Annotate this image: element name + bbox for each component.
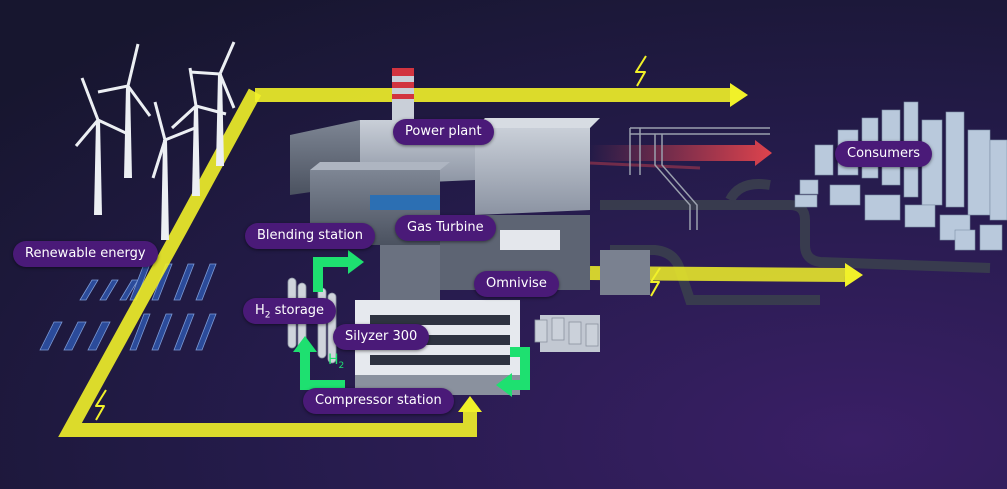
label-consumers: Consumers bbox=[835, 141, 933, 167]
power-arrow-head-top bbox=[730, 83, 748, 107]
heat-flow bbox=[589, 140, 772, 170]
lightning-icon bbox=[95, 389, 107, 421]
label-power-plant: Power plant bbox=[393, 119, 494, 145]
label-h2-storage-suffix: storage bbox=[270, 303, 325, 318]
label-omnivise: Omnivise bbox=[474, 271, 559, 297]
lightning-icon bbox=[95, 55, 661, 421]
label-renewable-energy: Renewable energy bbox=[13, 241, 158, 267]
hydrogen-flow-lines bbox=[300, 257, 530, 390]
power-arrow-head-consumers bbox=[845, 263, 863, 287]
label-h2-storage: H2 storage bbox=[243, 298, 337, 324]
label-silyzer: Silyzer 300 bbox=[333, 324, 430, 350]
label-h2-prefix: H bbox=[255, 303, 265, 318]
silyzer-building bbox=[355, 300, 520, 395]
label-h2-subscript: 2 bbox=[264, 310, 271, 321]
power-flow-renewable-loop bbox=[58, 88, 477, 437]
label-gas-turbine: Gas Turbine bbox=[395, 215, 496, 241]
chimney-icon bbox=[392, 68, 414, 123]
lightning-icon bbox=[650, 267, 661, 297]
lightning-icon bbox=[635, 55, 647, 87]
power-arrow-head-compressor bbox=[458, 396, 482, 412]
substation bbox=[534, 317, 599, 347]
label-compressor-station: Compressor station bbox=[303, 388, 454, 414]
label-blending-station: Blending station bbox=[245, 223, 375, 249]
wind-turbine-icon bbox=[74, 41, 236, 240]
hydrogen-arrow-head-blending bbox=[348, 250, 364, 274]
h2-marker: H2 bbox=[328, 352, 344, 371]
pipe-bridge bbox=[629, 127, 770, 230]
hydrogen-arrow-head-compressor bbox=[496, 373, 512, 397]
hydrogen-arrow-head-storage bbox=[293, 336, 317, 352]
